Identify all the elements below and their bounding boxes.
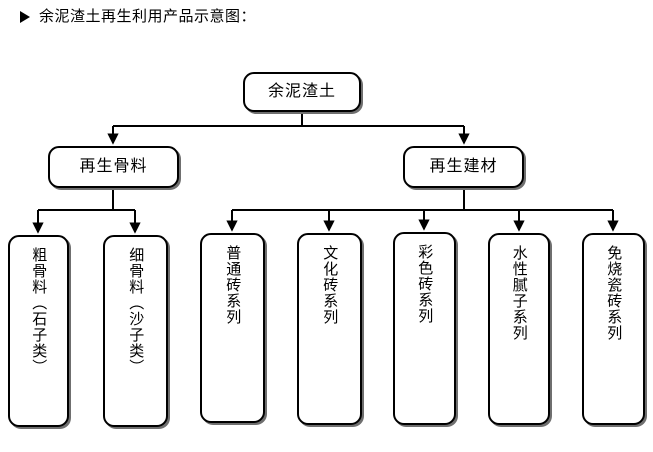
node-water-based-putty-label: 水性腻子系列: [510, 245, 528, 341]
node-plain-brick[interactable]: 普通砖系列: [200, 233, 265, 423]
node-coarse-aggregate[interactable]: 粗骨料（石子类）: [8, 235, 69, 427]
node-ceramic-tile-label: 免烧瓷砖系列: [605, 245, 623, 341]
node-root-label: 余泥渣土: [267, 83, 336, 100]
node-material[interactable]: 再生建材: [403, 146, 524, 188]
page-title: 余泥渣土再生利用产品示意图：: [20, 8, 256, 26]
page-title-text: 余泥渣土再生利用产品示意图：: [39, 8, 257, 25]
node-aggregate[interactable]: 再生骨料: [48, 146, 179, 188]
node-color-brick[interactable]: 彩色砖系列: [393, 232, 456, 425]
node-root[interactable]: 余泥渣土: [243, 72, 361, 112]
node-aggregate-label: 再生骨料: [79, 158, 148, 175]
node-fine-aggregate-label: 细骨料（沙子类）: [127, 247, 145, 375]
node-coarse-aggregate-label: 粗骨料（石子类）: [30, 247, 48, 375]
triangle-right-icon: [20, 11, 30, 23]
node-plain-brick-label: 普通砖系列: [224, 245, 242, 325]
node-culture-brick-label: 文化砖系列: [321, 245, 339, 325]
node-culture-brick[interactable]: 文化砖系列: [297, 233, 362, 425]
node-material-label: 再生建材: [429, 158, 498, 175]
node-color-brick-label: 彩色砖系列: [416, 244, 434, 324]
node-water-based-putty[interactable]: 水性腻子系列: [488, 233, 550, 425]
node-ceramic-tile[interactable]: 免烧瓷砖系列: [582, 233, 645, 425]
node-fine-aggregate[interactable]: 细骨料（沙子类）: [103, 235, 168, 427]
